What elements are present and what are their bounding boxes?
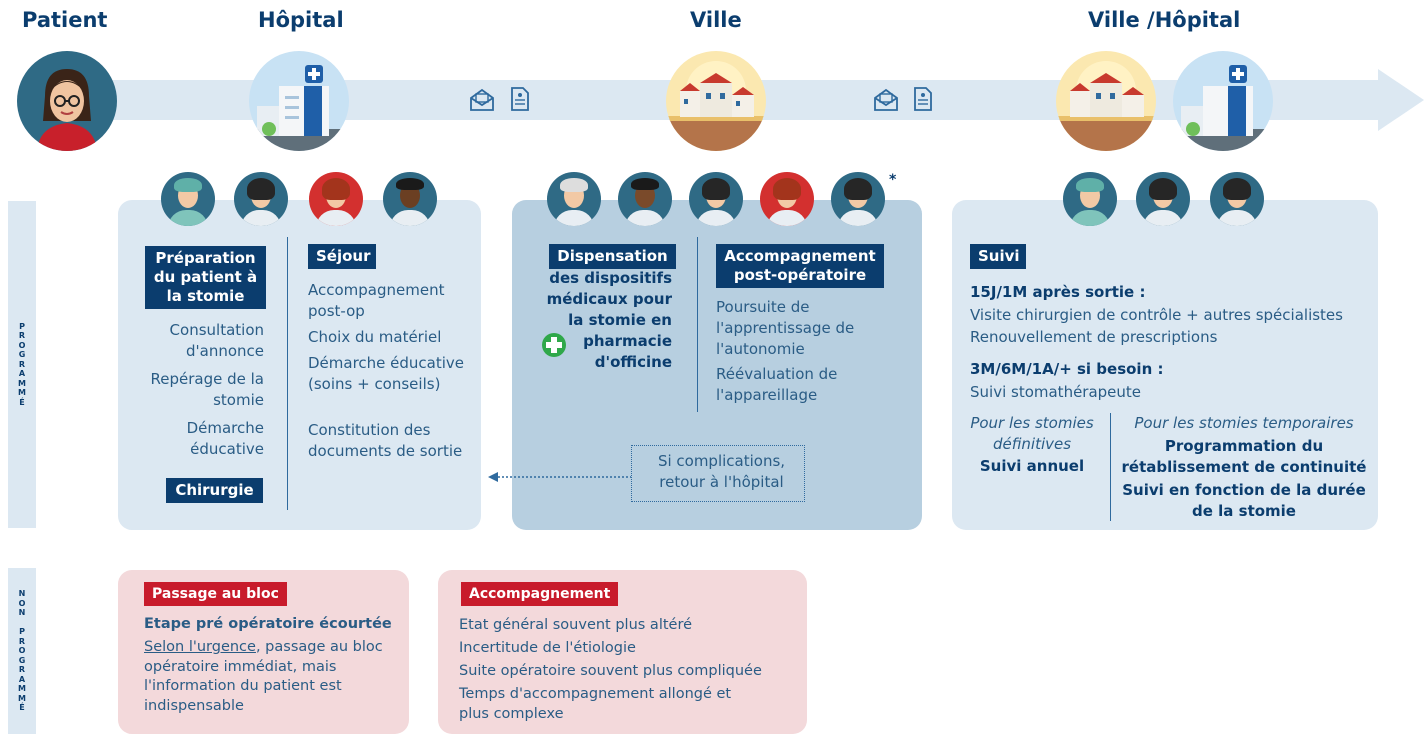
suivi-tag: Suivi: [970, 244, 1026, 269]
side-letter: G: [18, 350, 26, 360]
bloc-title: Etape pré opératoire écourtée: [144, 616, 392, 632]
period2-item: Suivi stomathérapeute: [970, 383, 1142, 401]
document-icon: [510, 86, 530, 112]
temp-item: Suivi en fonction de la durée de la stom…: [1122, 481, 1366, 520]
accomp-np-item: Temps d'accompagnement allongé et plus c…: [459, 686, 732, 722]
period1-item: Visite chirurgien de contrôle + autres s…: [970, 306, 1343, 324]
side-letter: M: [18, 378, 26, 388]
header-ville-hopital: Ville /Hôpital: [1088, 8, 1241, 32]
side-letter: P: [19, 627, 25, 637]
sejour-item: Choix du matériel: [308, 328, 442, 346]
side-letter: G: [18, 655, 26, 665]
side-letter: R: [18, 331, 26, 341]
divider: [697, 237, 698, 412]
header-patient: Patient: [22, 8, 108, 32]
def-item: Suivi annuel: [979, 457, 1085, 475]
prep-item: Repérage de la stomie: [150, 370, 264, 409]
prep-tag: Préparation du patient à la stomie: [145, 246, 266, 309]
pharmacist-avatar: [618, 172, 672, 226]
nurse-avatar: [234, 172, 288, 226]
hospital-icon: [1173, 51, 1273, 151]
side-letter: A: [18, 674, 26, 684]
side-letter: M: [18, 693, 26, 703]
complications-box: [631, 445, 805, 502]
period1: 15J/1M après sortie :: [970, 283, 1146, 301]
side-letter: É: [19, 397, 25, 407]
side-letter: R: [18, 636, 26, 646]
complications-arrow: [488, 468, 633, 482]
accomp-np-item: Incertitude de l'étiologie: [459, 640, 636, 656]
sejour-item: Démarche éducative (soins + conseils): [308, 354, 465, 393]
side-letter: R: [18, 359, 26, 369]
patient-avatar: [17, 51, 117, 151]
header-hopital: Hôpital: [258, 8, 344, 32]
town-icon: [1056, 51, 1156, 151]
sejour-tag: Séjour: [308, 244, 376, 269]
hospital-icon: [249, 51, 349, 151]
doctor-avatar: [547, 172, 601, 226]
accomp-np-item: Etat général souvent plus altéré: [459, 617, 693, 633]
divider: [287, 237, 288, 510]
accomp-item: Poursuite de l'apprentissage de l'autono…: [716, 298, 855, 358]
document-icon: [913, 86, 933, 112]
doctor-avatar: [383, 172, 437, 226]
side-letter: O: [18, 646, 26, 656]
surgeon-avatar: [161, 172, 215, 226]
side-letter: N: [18, 608, 26, 618]
prep-item: Consultation d'annonce: [169, 321, 264, 360]
temp-item: Programmation du rétablissement de conti…: [1121, 437, 1367, 476]
period1-item: Renouvellement de prescriptions: [970, 328, 1218, 346]
period2: 3M/6M/1A/+ si besoin :: [970, 360, 1164, 378]
nurse-avatar: [309, 172, 363, 226]
town-icon: [666, 51, 766, 151]
side-letter: M: [18, 388, 26, 398]
accomp-np-tag: Accompagnement: [461, 582, 619, 606]
chirurgie-tag: Chirurgie: [166, 478, 263, 503]
side-letter: N: [18, 589, 26, 599]
dispensation-tag: Dispensation: [549, 244, 676, 269]
bloc-tag: Passage au bloc: [144, 582, 287, 606]
side-letter: [21, 618, 24, 628]
pharmacy-cross-icon: [542, 333, 566, 357]
sejour-item: Constitution des documents de sortie: [308, 421, 463, 460]
nurse-avatar: [689, 172, 743, 226]
doctor-avatar: [1210, 172, 1264, 226]
accomp-tag: Accompagnement post-opératoire: [716, 244, 884, 288]
side-letter: P: [19, 321, 25, 331]
surgeon-avatar: [1063, 172, 1117, 226]
nurse-avatar: [1136, 172, 1190, 226]
temp-title: Pour les stomies temporaires: [1134, 414, 1354, 432]
side-letter: A: [18, 369, 26, 379]
side-letter: M: [18, 684, 26, 694]
sejour-item: Accompagnement post-op: [308, 281, 445, 320]
bloc-text: Selon l'urgence, passage au bloc opérato…: [144, 638, 384, 716]
accomp-item: Réévaluation de l'appareillage: [716, 365, 838, 404]
divider: [1110, 413, 1111, 521]
side-letter: O: [18, 340, 26, 350]
dispensation-text: des dispositifs médicaux pour la stomie …: [546, 269, 672, 371]
prep-item: Démarche éducative: [186, 419, 264, 458]
accomp-np-item: Suite opératoire souvent plus compliquée: [459, 663, 762, 679]
complications-text: Si complications, retour à l'hôpital: [657, 452, 786, 491]
side-letter: É: [19, 703, 25, 713]
mail-icon: [873, 88, 899, 112]
bloc-text-rest: , passage au bloc opératoire immédiat, m…: [144, 639, 383, 714]
mail-icon: [469, 88, 495, 112]
bloc-underlined: Selon l'urgence: [144, 639, 256, 655]
nurse-avatar: [760, 172, 814, 226]
doctor-avatar: [831, 172, 885, 226]
def-title: Pour les stomies définitives: [970, 414, 1094, 453]
header-ville: Ville: [690, 8, 742, 32]
side-letter: R: [18, 665, 26, 675]
asterisk: *: [889, 172, 897, 188]
side-letter: O: [18, 598, 26, 608]
timeline-arrow-head: [1378, 69, 1424, 131]
